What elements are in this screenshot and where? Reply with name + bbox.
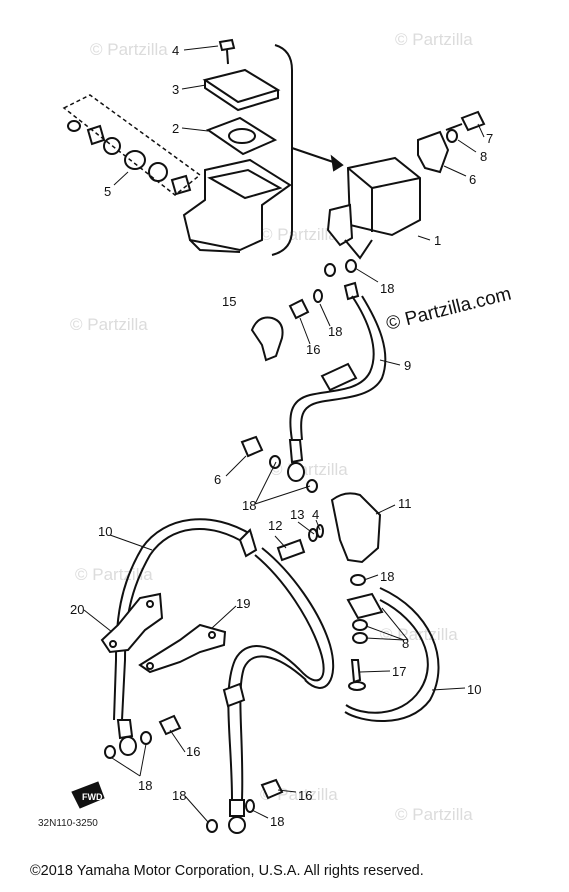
callout-8: 8	[402, 636, 409, 651]
copyright-notice: ©2018 Yamaha Motor Corporation, U.S.A. A…	[30, 863, 424, 879]
callout-10: 10	[98, 524, 112, 539]
callout-20: 20	[70, 602, 84, 617]
fwd-label: FWD	[82, 792, 103, 802]
callout-19: 19	[236, 596, 250, 611]
callout-16: 16	[186, 744, 200, 759]
callout-6: 6	[469, 172, 476, 187]
watermark-text: © Partzilla	[395, 805, 473, 824]
fwd-marker: FWD	[71, 781, 105, 809]
callout-1: 1	[434, 233, 441, 248]
master-cylinder-assembly	[326, 110, 486, 260]
callout-18: 18	[172, 788, 186, 803]
lower-brake-hoses	[104, 518, 440, 834]
callout-18: 18	[380, 569, 394, 584]
callout-4: 4	[312, 507, 319, 522]
callout-18: 18	[138, 778, 152, 793]
upper-brake-hose	[240, 259, 387, 493]
watermark-primary: © Partzilla.com	[384, 284, 513, 335]
callout-4: 4	[172, 43, 179, 58]
callout-11: 11	[398, 496, 412, 511]
callout-9: 9	[404, 358, 411, 373]
brake-hose-joint	[276, 492, 384, 691]
callout-18: 18	[242, 498, 256, 513]
callout-7: 7	[486, 131, 493, 146]
callout-labels: 4 3 2 5 1 6 7 8 18 15 18 16 9 6 18 11 12…	[70, 43, 493, 829]
callout-13: 13	[290, 507, 304, 522]
callout-16: 16	[306, 342, 320, 357]
leader-lines	[83, 45, 485, 823]
callout-18: 18	[328, 324, 342, 339]
callout-3: 3	[172, 82, 179, 97]
watermark-text: © Partzilla	[260, 225, 338, 244]
callout-16: 16	[298, 788, 312, 803]
watermark-layer: © Partzilla © Partzilla © Partzilla © Pa…	[70, 30, 473, 824]
watermark-text: © Partzilla	[90, 40, 168, 59]
watermark-text: © Partzilla	[75, 565, 153, 584]
callout-18: 18	[380, 281, 394, 296]
callout-17: 17	[392, 664, 406, 679]
watermark-text: © Partzilla	[270, 460, 348, 479]
callout-10: 10	[467, 682, 481, 697]
callout-18: 18	[270, 814, 284, 829]
callout-2: 2	[172, 121, 179, 136]
watermark-text: © Partzilla	[70, 315, 148, 334]
callout-12: 12	[268, 518, 282, 533]
callout-8: 8	[480, 149, 487, 164]
callout-6: 6	[214, 472, 221, 487]
hose-brackets	[100, 592, 227, 674]
diagram-code: 32N110-3250	[38, 818, 98, 829]
watermark-text: © Partzilla	[395, 30, 473, 49]
callout-15: 15	[222, 294, 236, 309]
callout-5: 5	[104, 184, 111, 199]
exploded-master-cylinder	[62, 38, 344, 256]
